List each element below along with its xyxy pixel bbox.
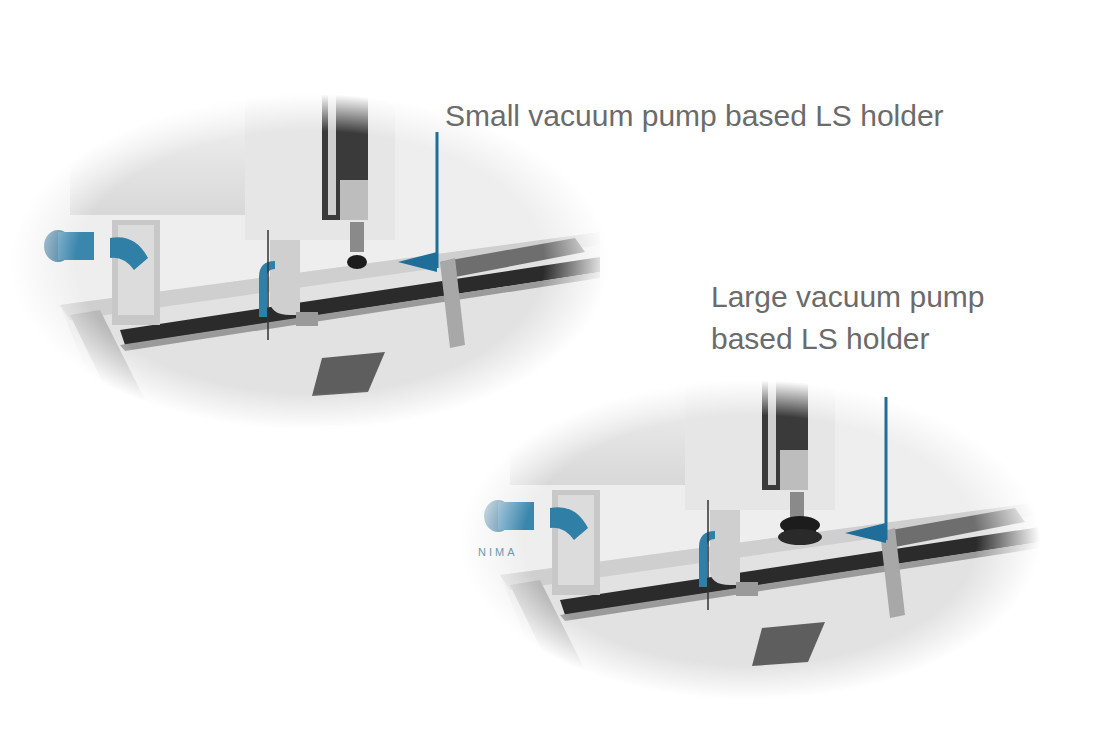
callout-label: Small vacuum pump based LS holder (445, 95, 1065, 137)
callout-label: Large vacuum pump based LS holder (711, 276, 1011, 360)
brand-watermark: NIMA (478, 546, 598, 558)
